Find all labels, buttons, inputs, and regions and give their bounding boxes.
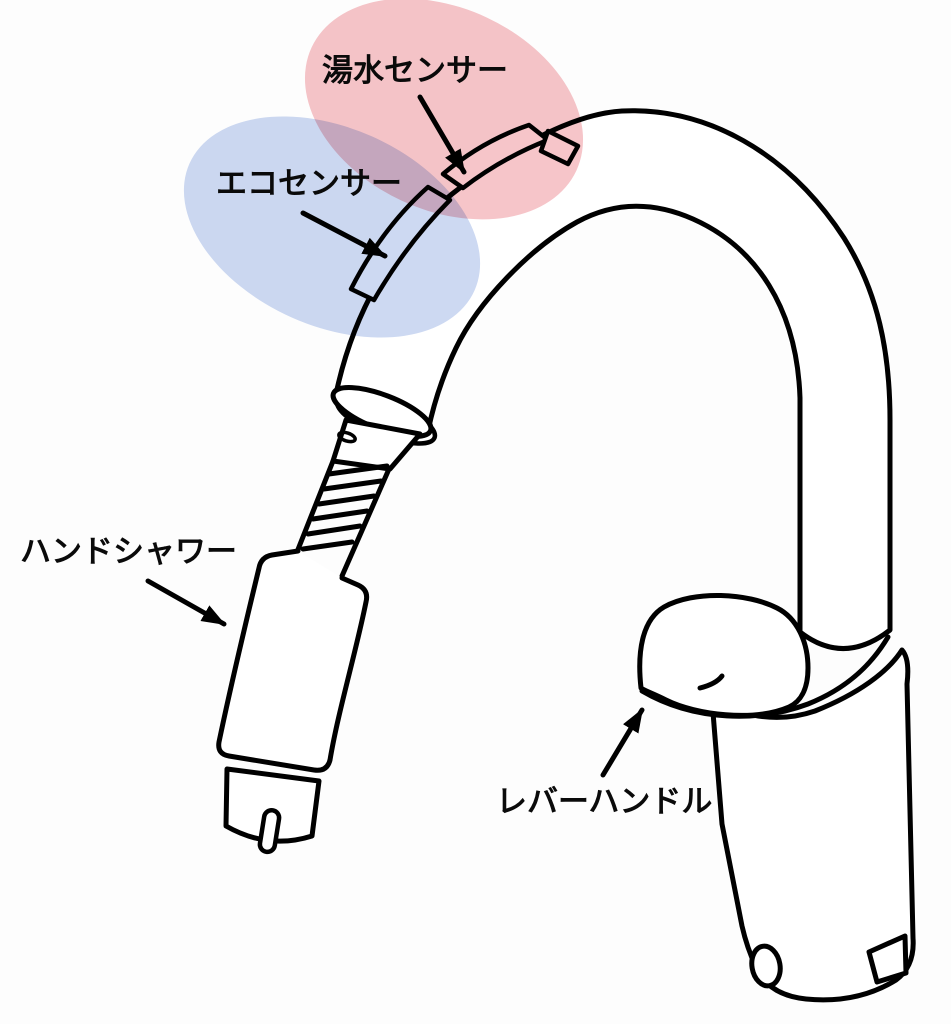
lever-handle-curl (697, 673, 725, 691)
label-hot-cold-water-sensor: 湯水センサー (322, 53, 508, 89)
label-hand-shower: ハンドシャワー (20, 534, 237, 570)
shower-head-nub (257, 807, 282, 855)
base-side-panel (866, 933, 909, 985)
base-indicator-hole (749, 943, 783, 989)
flex-hose (294, 458, 392, 579)
label-lever-handle: レバーハンドル (496, 784, 713, 820)
lever-handle (637, 593, 811, 718)
label-eco-sensor: エコセンサー (216, 166, 402, 202)
hand-shower-grip (216, 548, 370, 773)
neck-slot (337, 430, 357, 444)
hand-shower-grip-fill (218, 551, 367, 771)
